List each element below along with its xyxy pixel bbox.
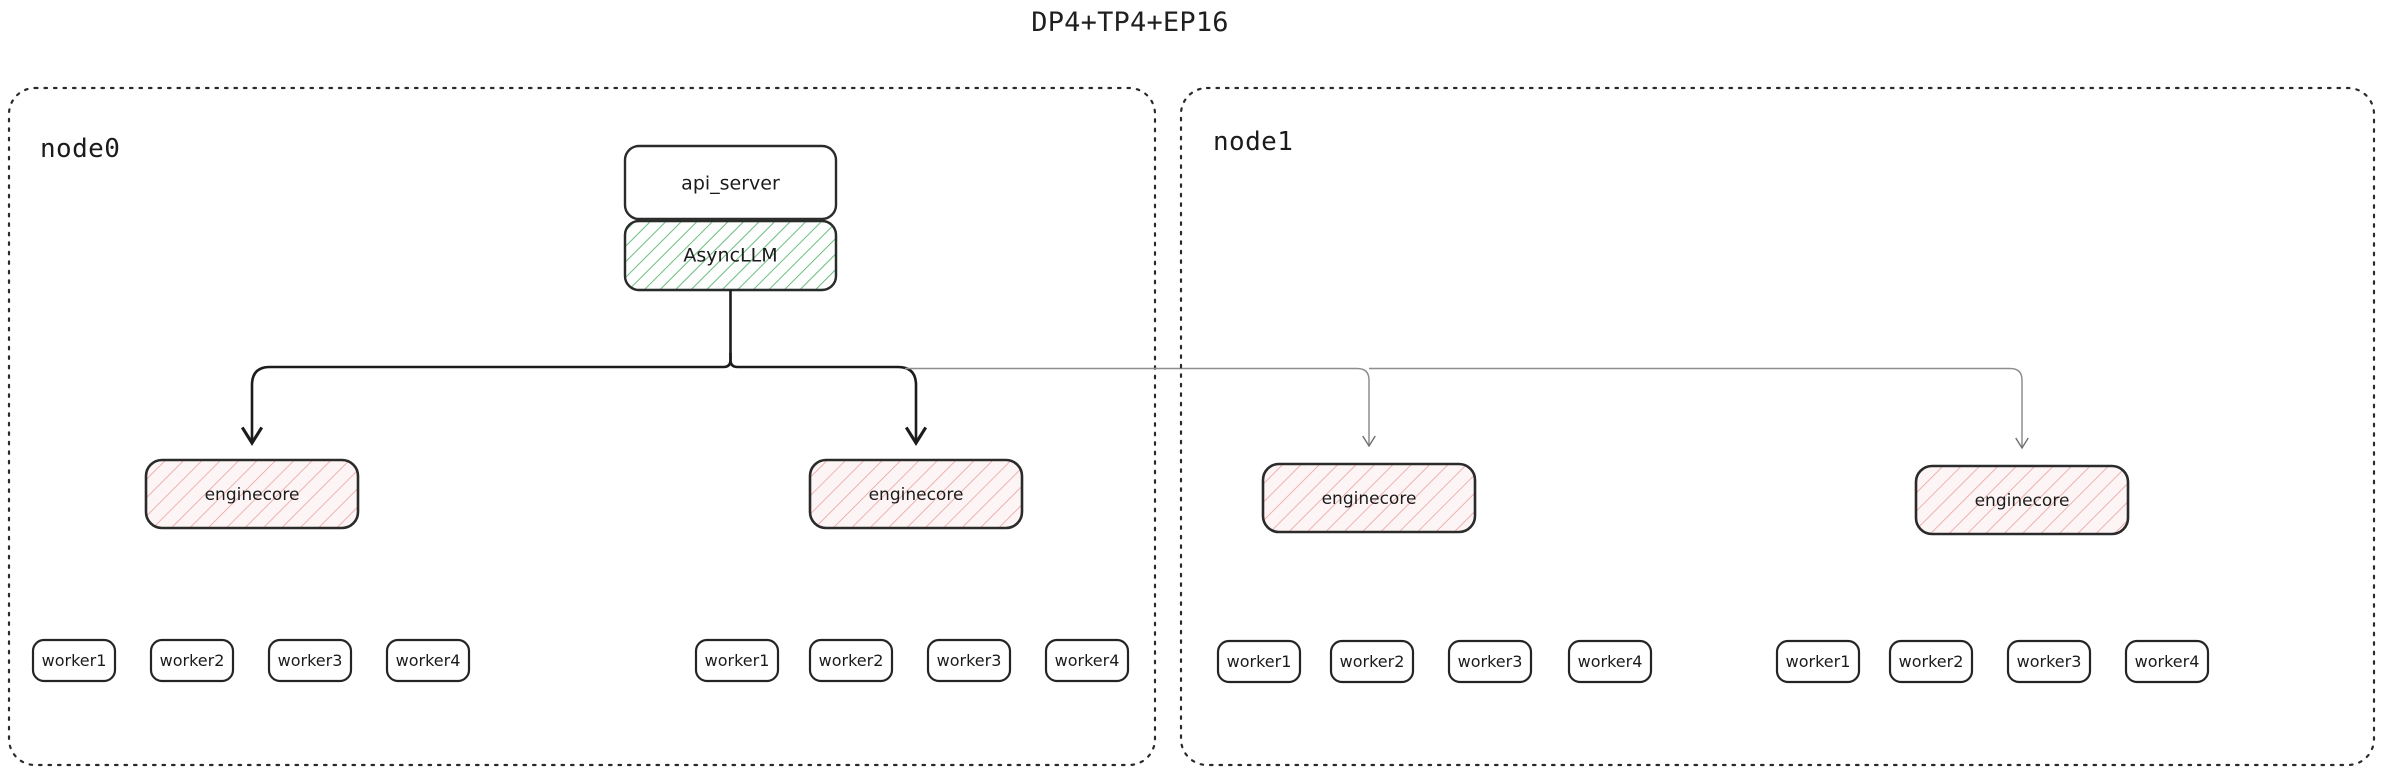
node0-ec0-worker-0-label: worker1 — [42, 651, 107, 670]
node1-ec0-worker-1-shape — [1329, 639, 1415, 684]
node1-enginecore-1[interactable]: enginecore — [1914, 464, 2130, 536]
node1-enginecore-1-label: enginecore — [1975, 491, 2070, 511]
node0-label: node0 — [40, 134, 120, 164]
node0-enginecore-0-label: enginecore — [205, 485, 300, 505]
node1-container — [1179, 86, 2376, 767]
node1-ec1-worker-3-shape — [2124, 639, 2210, 684]
link-bus-to-node0-ec0 — [240, 353, 732, 446]
cross-node-links — [905, 367, 2029, 450]
node0-ec0-worker-3[interactable]: worker4 — [385, 638, 471, 683]
node1-ec1-worker-3-label: worker4 — [2135, 652, 2200, 671]
node0-ec0-worker-2-label: worker3 — [278, 651, 343, 670]
node1-ec1-worker-0[interactable]: worker1 — [1775, 639, 1861, 684]
node-group-node0: node0 api_server AsyncLLM e — [7, 86, 1157, 767]
node0-ec0-worker-3-label: worker4 — [396, 651, 461, 670]
node1-ec1-worker-2-label: worker3 — [2017, 652, 2082, 671]
node1-enginecore-0-shape — [1261, 462, 1477, 534]
node0-ec1-worker-1-label: worker2 — [819, 651, 884, 670]
node1-enginecore-0-label: enginecore — [1322, 489, 1417, 509]
node1-ec0-worker-0-label: worker1 — [1227, 652, 1292, 671]
node0-ec0-worker-1-shape — [149, 638, 235, 683]
node1-ec0-worker-0-shape — [1216, 639, 1302, 684]
node1-ec0-worker-3-shape — [1567, 639, 1653, 684]
node1-ec0-worker-2[interactable]: worker3 — [1447, 639, 1533, 684]
node1-ec0-worker-3[interactable]: worker4 — [1567, 639, 1653, 684]
node0-ec0-worker-row: worker1 worker2 worker3 worker4 — [31, 638, 471, 683]
node0-ec0-worker-0-shape — [31, 638, 117, 683]
node0-container — [7, 86, 1157, 767]
node0-ec1-worker-2-label: worker3 — [937, 651, 1002, 670]
node1-ec0-worker-row: worker1 worker2 worker3 worker4 — [1216, 639, 1653, 684]
link-bus-to-node1-ec0 — [905, 367, 1376, 448]
node0-ec0-worker-3-shape — [385, 638, 471, 683]
node1-ec0-worker-2-label: worker3 — [1458, 652, 1523, 671]
node0-ec0-worker-1[interactable]: worker2 — [149, 638, 235, 683]
node0-ec1-worker-2[interactable]: worker3 — [926, 638, 1012, 683]
link-bus-to-node0-ec1 — [729, 353, 928, 446]
node0-enginecore-1[interactable]: enginecore — [808, 458, 1024, 530]
async-llm-label: AsyncLLM — [683, 245, 777, 267]
node0-ec1-worker-0-label: worker1 — [705, 651, 770, 670]
node1-ec0-worker-1[interactable]: worker2 — [1329, 639, 1415, 684]
node1-ec0-worker-2-shape — [1447, 639, 1533, 684]
node0-ec1-worker-0-shape — [694, 638, 780, 683]
node1-ec1-worker-1[interactable]: worker2 — [1888, 639, 1974, 684]
node1-ec0-worker-1-label: worker2 — [1340, 652, 1405, 671]
node1-ec1-worker-1-label: worker2 — [1899, 652, 1964, 671]
node1-ec1-worker-2-shape — [2006, 639, 2092, 684]
page-title: DP4+TP4+EP16 — [1031, 7, 1228, 38]
api-server-box-shape — [623, 144, 838, 221]
node0-enginecore-0-shape — [144, 458, 360, 530]
node1-ec0-worker-3-label: worker4 — [1578, 652, 1643, 671]
api-server-label: api_server — [681, 173, 780, 195]
node1-ec1-worker-0-label: worker1 — [1786, 652, 1851, 671]
node0-ec0-worker-1-label: worker2 — [160, 651, 225, 670]
node1-ec1-worker-row: worker1 worker2 worker3 worker4 — [1775, 639, 2210, 684]
node0-ec1-worker-3-shape — [1044, 638, 1130, 683]
api-server-box[interactable]: api_server — [623, 144, 838, 221]
node0-enginecore-1-shape — [808, 458, 1024, 530]
node0-ec1-worker-3[interactable]: worker4 — [1044, 638, 1130, 683]
node0-ec1-worker-2-shape — [926, 638, 1012, 683]
node0-ec1-worker-1-shape — [808, 638, 894, 683]
link-bus-to-node1-ec1 — [1369, 367, 2029, 450]
node1-ec1-worker-3[interactable]: worker4 — [2124, 639, 2210, 684]
node0-enginecore-1-label: enginecore — [869, 485, 964, 505]
node1-label: node1 — [1213, 127, 1293, 157]
node-group-node1: node1 enginecore enginecore worker1 — [1179, 86, 2376, 767]
node1-enginecore-1-shape — [1914, 464, 2130, 536]
node0-ec1-worker-3-label: worker4 — [1055, 651, 1120, 670]
node0-enginecore-0[interactable]: enginecore — [144, 458, 360, 530]
node1-ec1-worker-0-shape — [1775, 639, 1861, 684]
node1-enginecore-0[interactable]: enginecore — [1261, 462, 1477, 534]
node0-ec0-worker-2-shape — [267, 638, 353, 683]
node1-ec1-worker-2[interactable]: worker3 — [2006, 639, 2092, 684]
node0-ec1-worker-0[interactable]: worker1 — [694, 638, 780, 683]
node0-ec1-worker-1[interactable]: worker2 — [808, 638, 894, 683]
async-llm-box[interactable]: AsyncLLM — [623, 219, 838, 292]
node0-ec0-worker-2[interactable]: worker3 — [267, 638, 353, 683]
node1-ec0-worker-0[interactable]: worker1 — [1216, 639, 1302, 684]
node0-ec0-worker-0[interactable]: worker1 — [31, 638, 117, 683]
node1-ec1-worker-1-shape — [1888, 639, 1974, 684]
node0-ec1-worker-row: worker1 worker2 worker3 worker4 — [694, 638, 1130, 683]
